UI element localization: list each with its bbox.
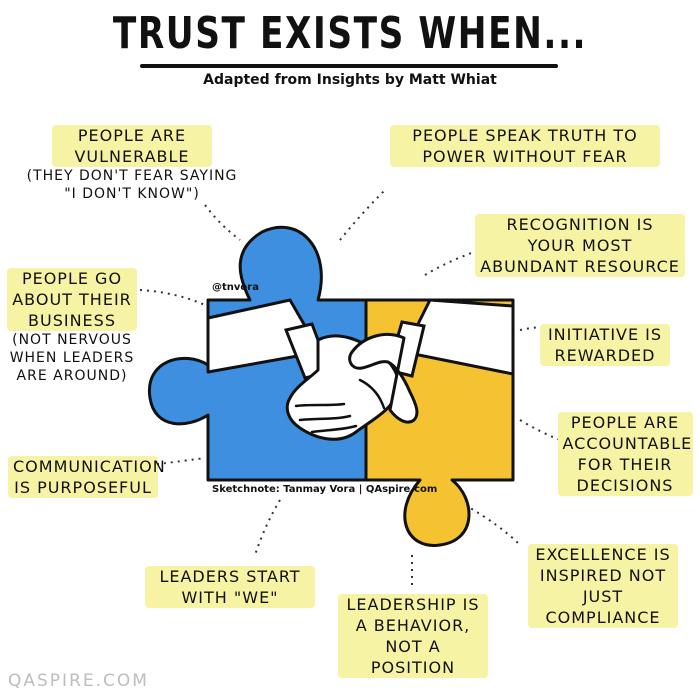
note-vulnerable-main: PEOPLE ARE VULNERABLE: [52, 125, 212, 167]
connector-leaders-we: [254, 499, 281, 556]
connector-recognition: [424, 249, 481, 276]
note-initiative: INITIATIVE IS REWARDED: [540, 324, 670, 366]
artist-handle: @tnvora: [212, 282, 259, 293]
note-go-about-main: PEOPLE GO ABOUT THEIR BUSINESS: [7, 268, 137, 331]
note-vulnerable: PEOPLE ARE VULNERABLE (THEY DON'T FEAR S…: [22, 125, 242, 203]
connector-go-about: [139, 289, 206, 306]
note-accountable-text: PEOPLE ARE ACCOUNTABLE FOR THEIR DECISIO…: [557, 412, 693, 496]
note-accountable: PEOPLE ARE ACCOUNTABLE FOR THEIR DECISIO…: [555, 412, 695, 496]
sketchnote-credit: Sketchnote: Tanmay Vora | QAspire.com: [212, 484, 438, 495]
note-speak-truth-text: PEOPLE SPEAK TRUTH TO POWER WITHOUT FEAR: [390, 125, 660, 167]
note-speak-truth: PEOPLE SPEAK TRUTH TO POWER WITHOUT FEAR: [385, 125, 665, 167]
note-leaders-we: LEADERS START WITH "WE": [145, 566, 315, 608]
note-recognition-text: RECOGNITION IS YOUR MOST ABUNDANT RESOUR…: [475, 214, 685, 277]
title-underline: [140, 64, 558, 68]
finger-lines: [294, 378, 386, 434]
note-go-about: PEOPLE GO ABOUT THEIR BUSINESS (NOT NERV…: [2, 268, 142, 385]
note-communication: COMMUNICATION IS PURPOSEFUL: [8, 456, 165, 498]
note-communication-text: COMMUNICATION IS PURPOSEFUL: [8, 456, 165, 498]
connector-vulnerable: [204, 204, 241, 241]
subtitle: Adapted from Insights by Matt Whiat: [203, 72, 497, 88]
connector-speak-truth: [339, 189, 386, 241]
note-excellence-text: EXCELLENCE IS INSPIRED NOT JUST COMPLIAN…: [528, 544, 678, 628]
connector-accountable: [519, 419, 561, 441]
connector-communication: [149, 457, 206, 466]
note-excellence: EXCELLENCE IS INSPIRED NOT JUST COMPLIAN…: [528, 544, 678, 628]
right-hand: [348, 333, 419, 424]
note-recognition: RECOGNITION IS YOUR MOST ABUNDANT RESOUR…: [475, 214, 685, 277]
note-behavior-text: LEADERSHIP IS A BEHAVIOR, NOT A POSITION: [338, 594, 488, 678]
connector-excellence: [464, 504, 521, 546]
note-vulnerable-aside: (THEY DON'T FEAR SAYING "I DON'T KNOW"): [26, 168, 238, 202]
note-initiative-text: INITIATIVE IS REWARDED: [540, 324, 670, 366]
note-go-about-aside: (NOT NERVOUS WHEN LEADERS ARE AROUND): [9, 332, 135, 384]
page-title: TRUST EXISTS WHEN...: [112, 8, 588, 59]
footer-brand: QASPIRE.COM: [8, 671, 149, 691]
note-leaders-we-text: LEADERS START WITH "WE": [145, 566, 315, 608]
note-behavior: LEADERSHIP IS A BEHAVIOR, NOT A POSITION: [338, 594, 488, 678]
